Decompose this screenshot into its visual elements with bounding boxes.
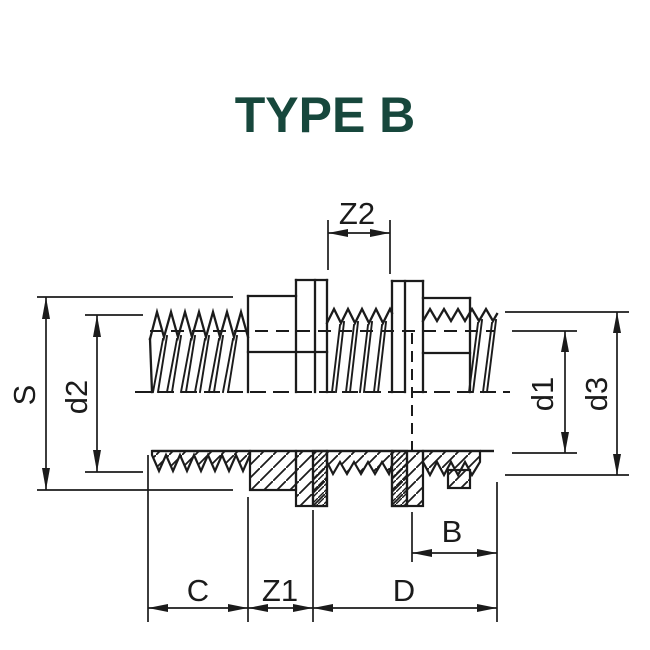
right-thread-flanks (467, 318, 498, 394)
section-center-thread (325, 449, 394, 477)
section-left-thread (150, 449, 252, 474)
section-right-thread (421, 449, 482, 478)
dim-d1: d1 (512, 330, 577, 454)
dim-B: B (411, 482, 498, 622)
dim-label-d2: d2 (59, 380, 94, 414)
ring-right (390, 279, 425, 394)
ring-left (294, 278, 329, 394)
right-thread-crest (421, 306, 499, 324)
dim-S: S (7, 296, 233, 491)
dim-label-d3: d3 (579, 377, 614, 411)
dim-label-d: D (393, 573, 415, 608)
dim-Z2: Z2 (327, 196, 391, 274)
body-upper-half (148, 278, 499, 394)
dim-d3: d3 (505, 311, 629, 476)
center-thread-crest (325, 306, 394, 326)
left-thread-flanks (151, 334, 239, 394)
dim-label-c: C (187, 573, 209, 608)
dim-label-b: B (442, 514, 463, 549)
dimensions: S d2 Z2 (7, 196, 629, 622)
dim-d2: d2 (59, 314, 143, 473)
dim-label-z1: Z1 (262, 573, 298, 608)
body-section-lower (150, 449, 494, 508)
dim-label-s: S (7, 385, 42, 406)
hidden-lines (135, 330, 510, 451)
dim-C-Z1-D: C Z1 D (147, 455, 497, 622)
left-thread-crest (148, 307, 250, 342)
dim-label-z2: Z2 (339, 196, 375, 231)
center-thread-flanks (330, 320, 388, 394)
section-collar-left (248, 449, 298, 492)
page-title: TYPE B (234, 87, 416, 143)
dim-label-d1: d1 (525, 377, 560, 411)
collar-left (246, 294, 329, 394)
section-collar-right (446, 468, 472, 490)
